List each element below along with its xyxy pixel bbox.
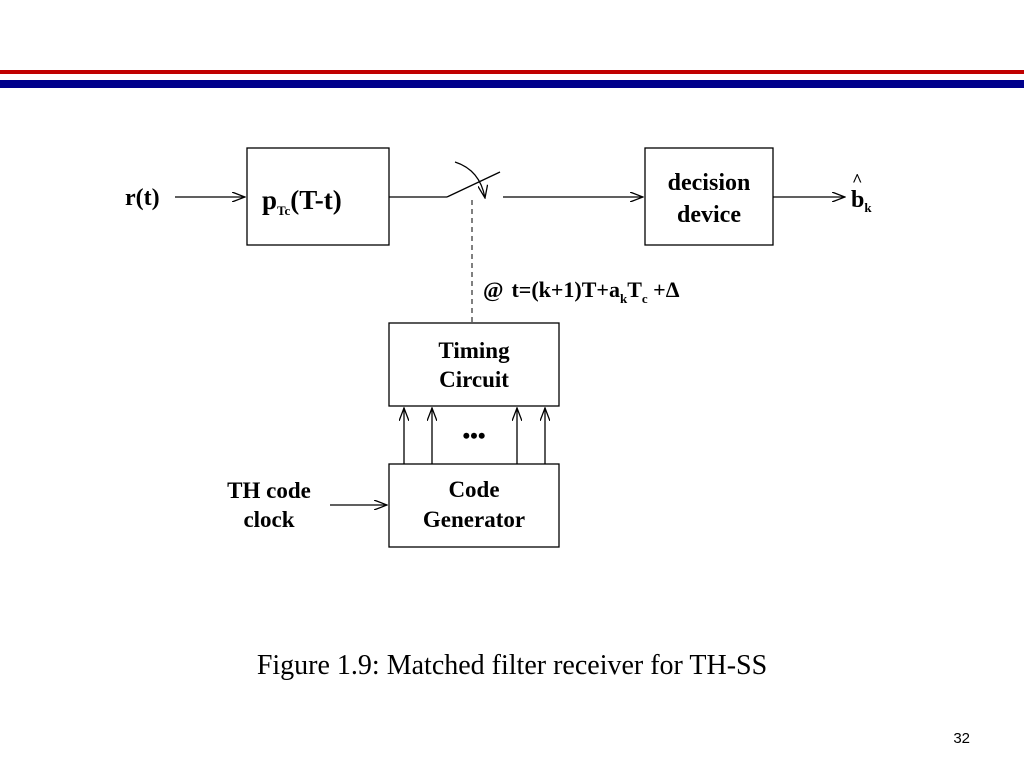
figure-caption: Figure 1.9: Matched filter receiver for … <box>256 650 768 681</box>
code-generator-block <box>388 463 560 548</box>
timing-circuit-line1: Timing <box>438 338 510 363</box>
header-blue-rule <box>0 80 1024 88</box>
decision-device-block <box>644 147 774 246</box>
input-signal-label: r(t) <box>125 185 160 211</box>
header-red-rule <box>0 70 1024 74</box>
sampling-switch <box>446 171 501 198</box>
clock-label-line1: TH code <box>227 478 311 503</box>
clock-label-line2: clock <box>243 507 294 532</box>
ellipsis-dots: ••• <box>462 423 485 448</box>
output-symbol-label: bk <box>851 187 872 215</box>
switch-rotation-arrow <box>454 161 485 198</box>
decision-device-line1: decision <box>668 170 751 196</box>
code-generator-line1: Code <box>448 477 499 502</box>
block-diagram: r(t) pTc(T-t) decision device ^ bk @t=(k… <box>125 147 872 548</box>
code-generator-line2: Generator <box>423 507 525 532</box>
timing-circuit-block <box>388 322 560 407</box>
matched-filter-label: pTc(T-t) <box>262 185 342 218</box>
timing-circuit-line2: Circuit <box>439 367 509 392</box>
sampling-time-label: @t=(k+1)T+akTc +Δ <box>483 277 680 306</box>
page-number: 32 <box>953 730 970 747</box>
decision-device-line2: device <box>677 202 741 228</box>
output-hat: ^ <box>852 170 862 190</box>
